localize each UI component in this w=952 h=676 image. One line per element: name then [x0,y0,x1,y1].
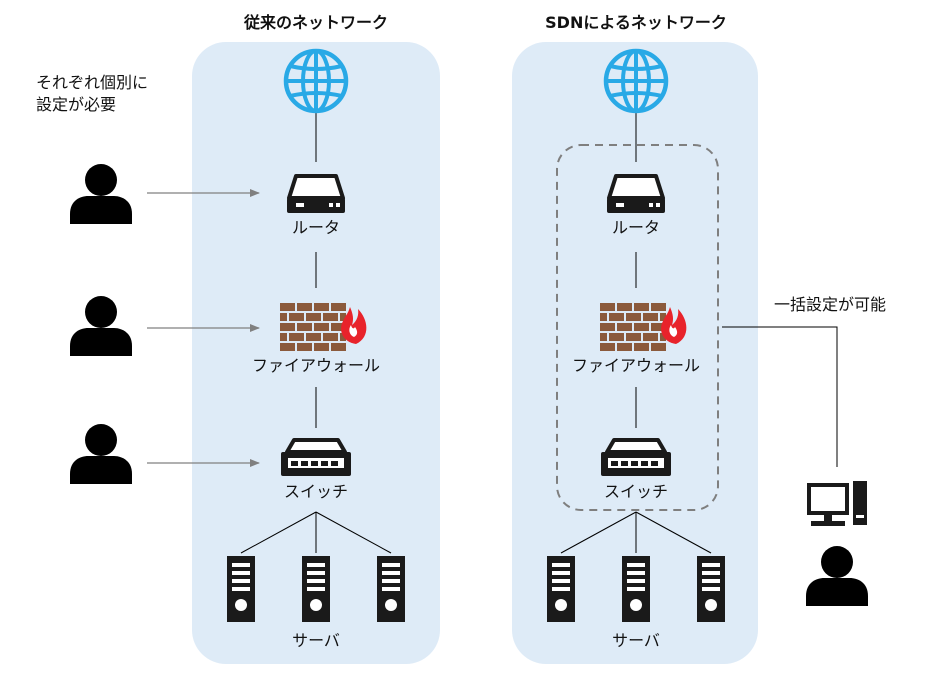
server-icon [622,556,650,622]
globe-icon [606,51,666,111]
server-icon [377,556,405,622]
firewall-label: ファイアウォール [251,356,381,375]
server-icon [302,556,330,622]
person-icon [70,296,132,356]
servers-label: サーバ [292,631,340,650]
individual-config-note-line1: それぞれ個別に [36,73,149,92]
router-label: ルータ [291,218,341,237]
globe-icon [286,51,346,111]
sdn-controlled-group [556,144,719,511]
server-icon [547,556,575,622]
router-icon [605,174,667,215]
servers-label: サーバ [612,631,660,650]
server-icon [697,556,725,622]
person-icon [70,424,132,484]
traditional-panel [192,42,440,664]
router-label: ルータ [611,218,661,237]
switch-icon [599,438,673,478]
switch-label: スイッチ [283,482,349,501]
bulk-config-note: 一括設定が可能 [774,295,887,314]
router-icon [285,174,347,215]
individual-config-note-line2: 設定が必要 [36,95,117,114]
firewall-label: ファイアウォール [571,356,701,375]
server-icon [227,556,255,622]
switch-icon [279,438,353,478]
sdn-title: SDNによるネットワーク [545,13,727,32]
person-icon [806,546,868,606]
switch-label: スイッチ [603,482,669,501]
sdn-panel [512,42,758,664]
computer-icon [807,479,869,528]
person-icon [70,164,132,224]
traditional-title: 従来のネットワーク [243,13,389,32]
